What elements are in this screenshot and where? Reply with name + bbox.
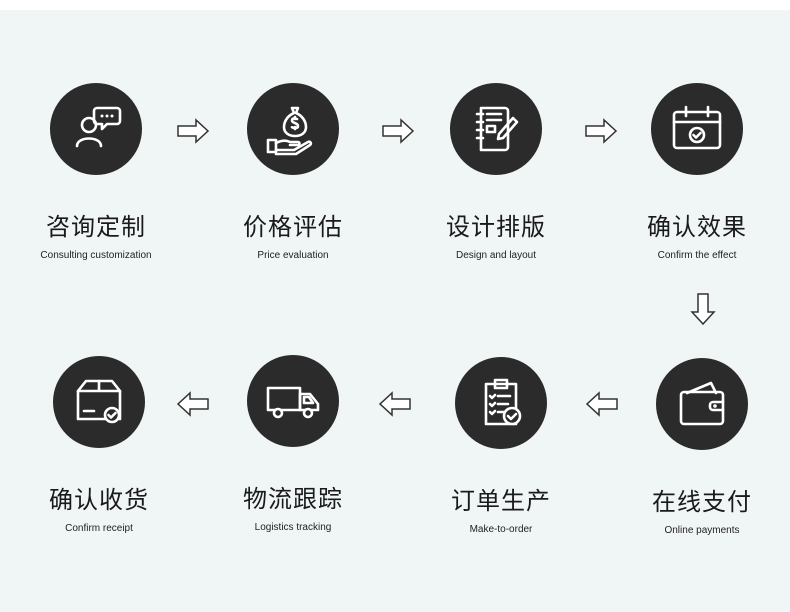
step-title: 设计排版 <box>446 213 546 241</box>
step-circle <box>656 358 748 450</box>
step-circle <box>247 83 339 175</box>
step-price: 价格评估 Price evaluation <box>203 83 383 261</box>
step-subtitle: Price evaluation <box>257 250 329 261</box>
step-circle <box>247 355 339 447</box>
arrow-right-icon <box>584 118 618 144</box>
step-logistics: 物流跟踪 Logistics tracking <box>203 355 383 533</box>
step-design: 设计排版 Design and layout <box>406 83 586 261</box>
step-consulting: 咨询定制 Consulting customization <box>6 83 186 261</box>
step-title: 物流跟踪 <box>243 485 343 513</box>
consultation-chat-icon <box>75 106 122 148</box>
notebook-pen-icon <box>475 106 519 152</box>
step-subtitle: Design and layout <box>455 250 537 261</box>
arrow-left-icon <box>378 391 412 417</box>
package-check-icon <box>76 379 122 424</box>
arrow-right-icon <box>381 118 415 144</box>
step-confirm-receipt: 确认收货 Confirm receipt <box>9 356 189 534</box>
process-panel: 咨询定制 Consulting customization 价格评估 Price… <box>0 10 790 612</box>
step-title: 价格评估 <box>243 213 343 241</box>
step-title: 咨询定制 <box>46 213 146 241</box>
step-circle <box>450 83 542 175</box>
step-title: 确认收货 <box>49 486 149 514</box>
step-subtitle: Consulting customization <box>40 250 152 261</box>
step-title: 在线支付 <box>652 488 752 516</box>
money-bag-hand-icon <box>266 106 313 156</box>
clipboard-check-icon <box>484 378 522 426</box>
arrow-down-icon <box>690 292 716 326</box>
step-production: 订单生产 Make-to-order <box>411 357 591 535</box>
wallet-icon <box>679 381 725 426</box>
step-subtitle: Confirm the effect <box>657 250 737 261</box>
arrow-left-icon <box>176 391 210 417</box>
step-confirm-effect: 确认效果 Confirm the effect <box>607 83 787 261</box>
delivery-truck-icon <box>266 386 320 419</box>
step-subtitle: Confirm receipt <box>65 523 133 534</box>
step-title: 确认效果 <box>647 213 747 241</box>
calendar-check-icon <box>672 105 722 150</box>
step-circle <box>53 356 145 448</box>
arrow-right-icon <box>176 118 210 144</box>
step-title: 订单生产 <box>451 487 551 515</box>
step-circle <box>50 83 142 175</box>
step-subtitle: Logistics tracking <box>254 522 332 533</box>
step-payment: 在线支付 Online payments <box>612 358 790 536</box>
arrow-left-icon <box>585 391 619 417</box>
step-circle <box>651 83 743 175</box>
step-circle <box>455 357 547 449</box>
step-subtitle: Online payments <box>664 525 740 536</box>
step-subtitle: Make-to-order <box>469 524 533 535</box>
